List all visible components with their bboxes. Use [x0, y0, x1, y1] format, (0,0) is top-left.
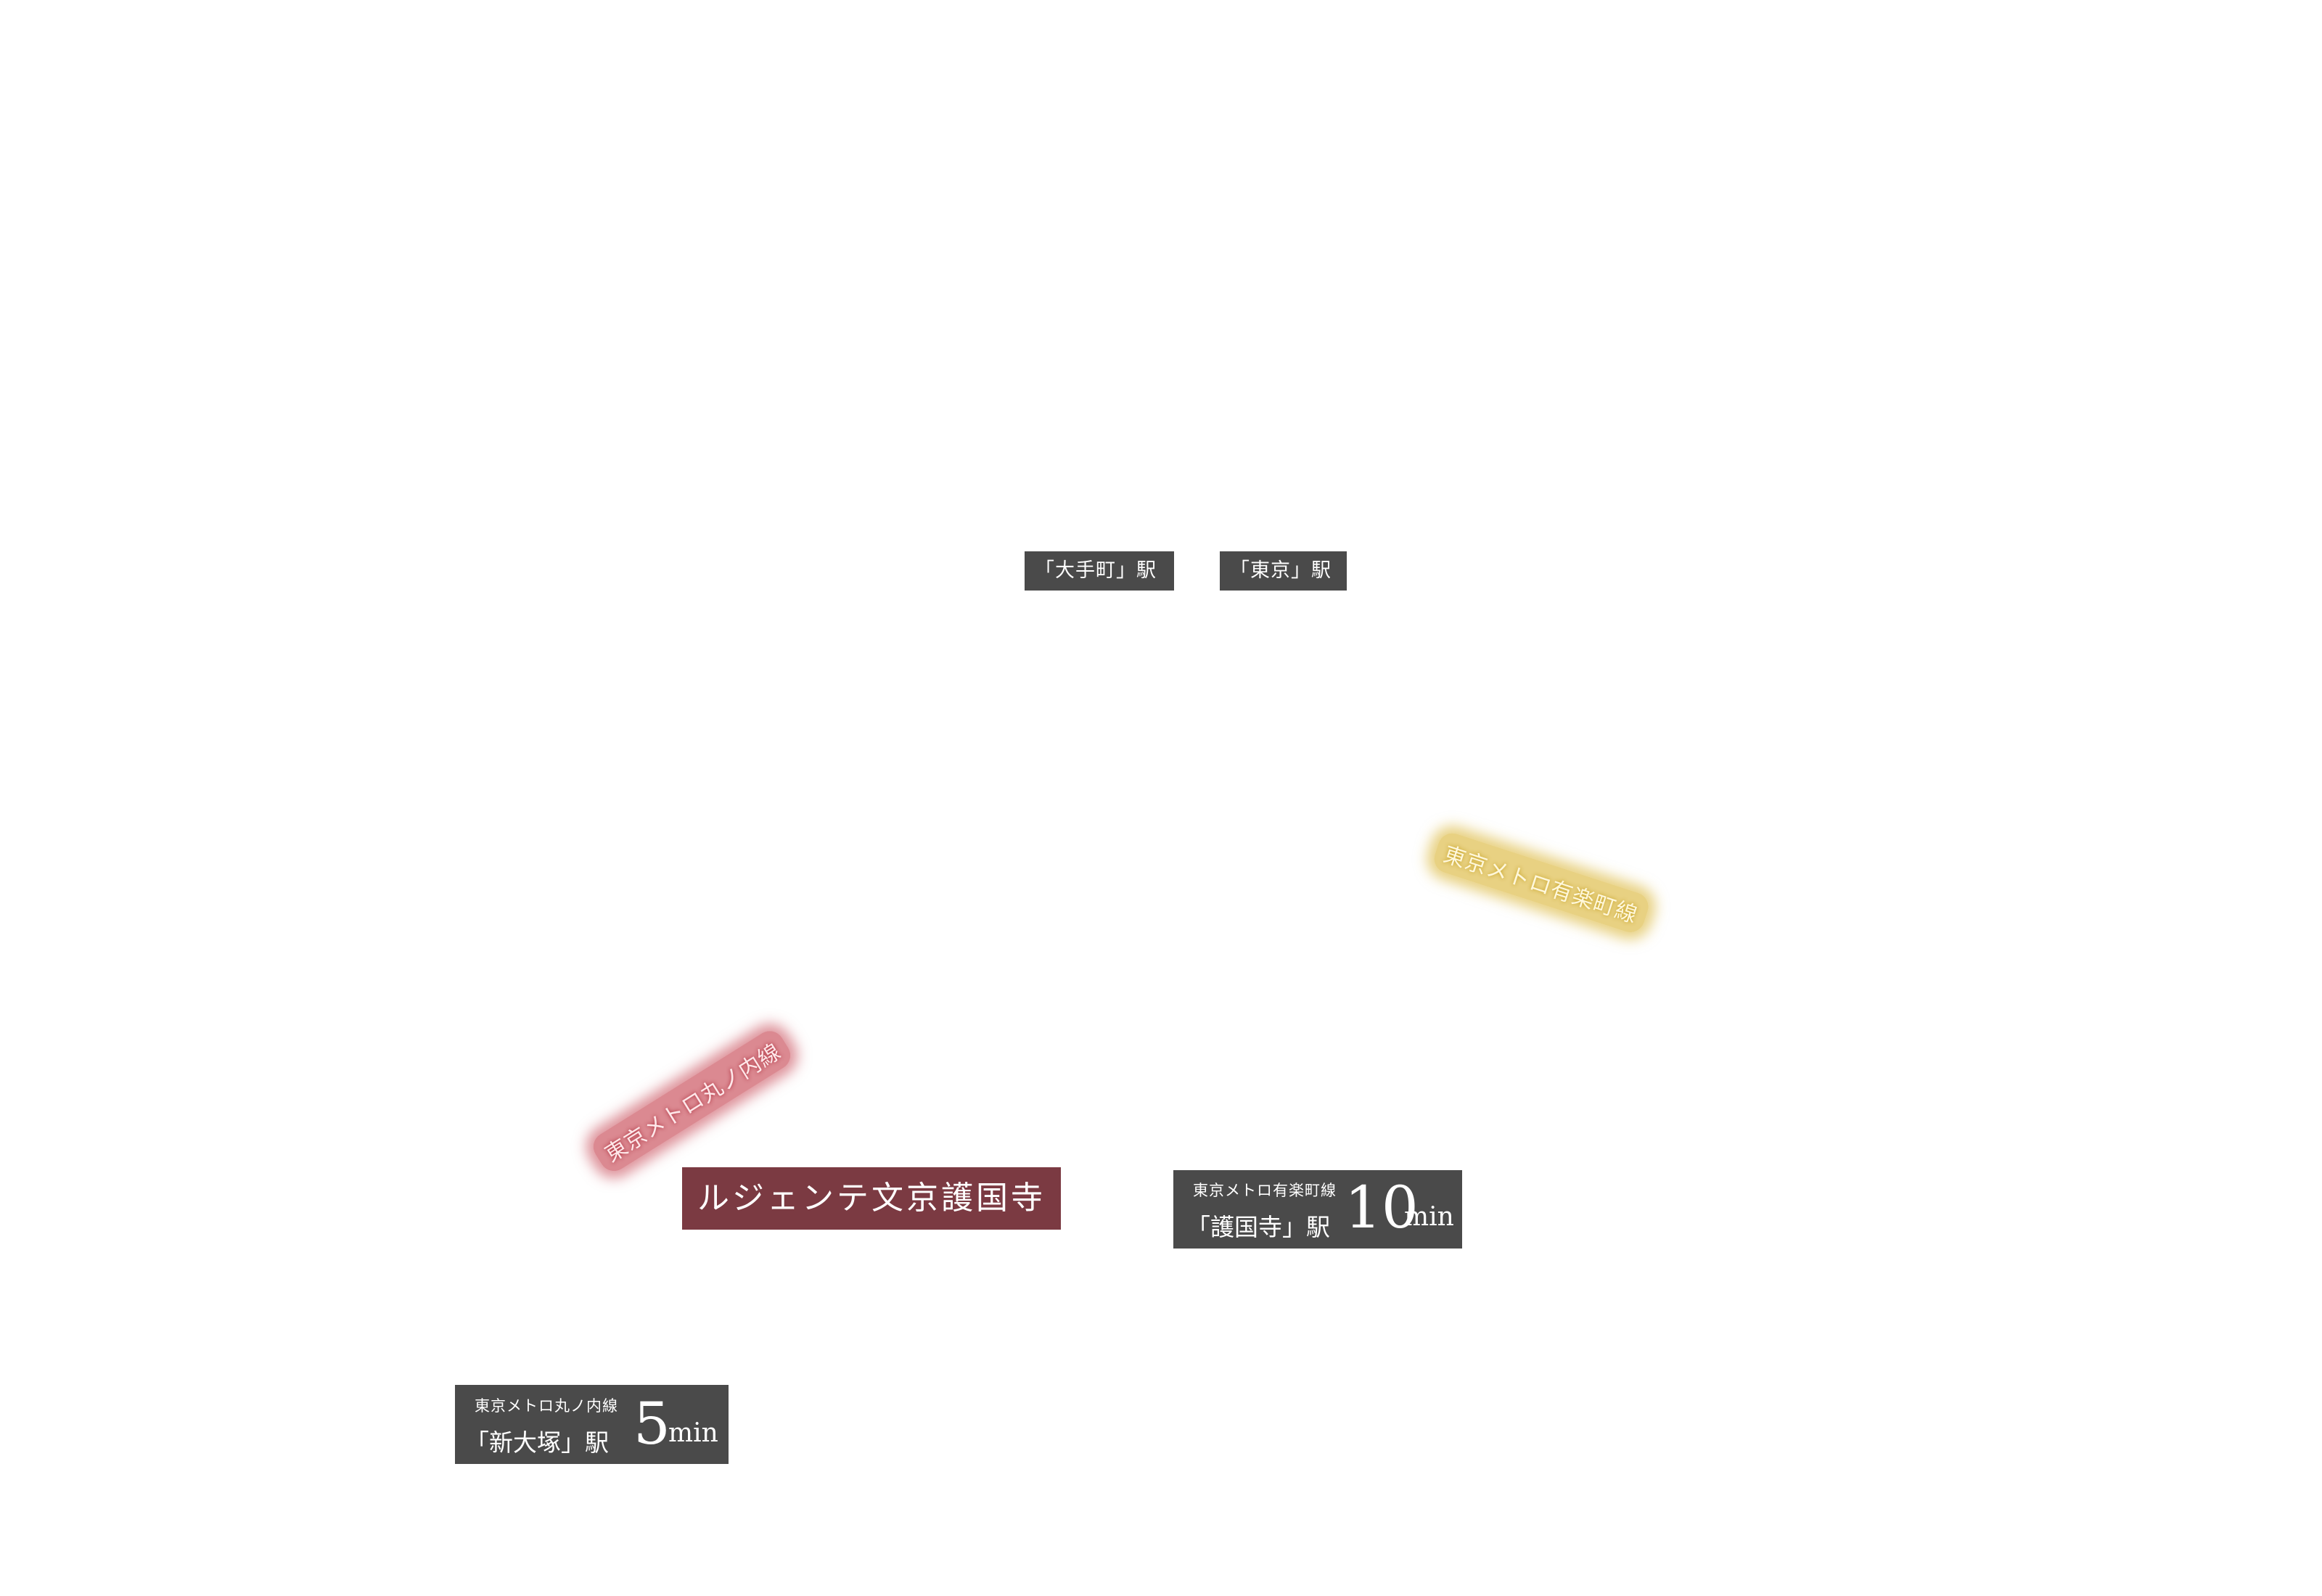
- access-line-name: 東京メトロ丸ノ内線: [475, 1397, 618, 1415]
- station-tag-otemachi: 「大手町」駅: [1025, 551, 1174, 591]
- rail-label-marunouchi: 東京メトロ丸ノ内線: [588, 1025, 796, 1177]
- access-line-name: 東京メトロ有楽町線: [1193, 1182, 1337, 1199]
- station-tag-tokyo: 「東京」駅: [1220, 551, 1347, 591]
- station-tag-label: 「東京」駅: [1230, 559, 1332, 582]
- property-name-label: ルジェンテ文京護国寺: [682, 1167, 1061, 1230]
- access-station-name: 「新大塚」駅: [465, 1428, 609, 1457]
- access-station-name: 「護国寺」駅: [1186, 1213, 1330, 1241]
- access-minutes: 10: [1345, 1174, 1419, 1241]
- access-box-gokokuji: 東京メトロ有楽町線 「護国寺」駅 10 min: [1173, 1170, 1462, 1249]
- station-tag-label: 「大手町」駅: [1035, 559, 1157, 582]
- access-minutes-unit: min: [1404, 1202, 1454, 1232]
- access-minutes: 5: [633, 1390, 670, 1457]
- access-box-shinotsuka: 東京メトロ丸ノ内線 「新大塚」駅 5 min: [455, 1385, 729, 1464]
- rail-label-yurakucho: 東京メトロ有楽町線: [1430, 829, 1652, 937]
- access-minutes-unit: min: [668, 1418, 718, 1448]
